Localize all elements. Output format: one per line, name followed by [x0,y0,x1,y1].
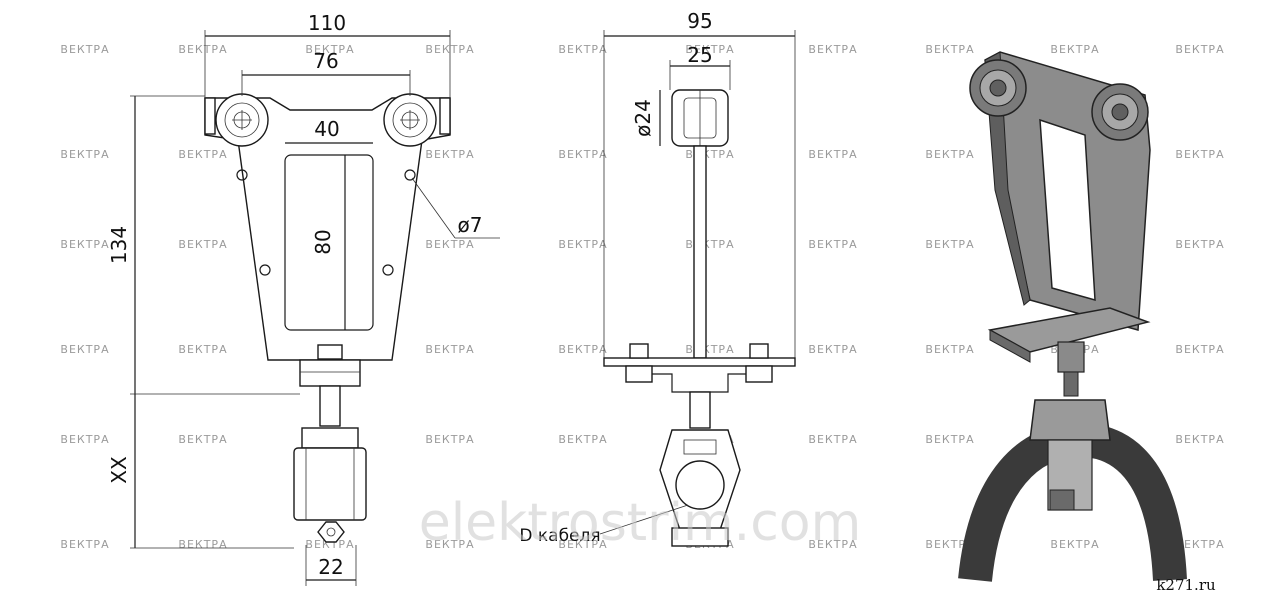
watermark-text: ВЕКТРА [808,433,857,446]
hole [382,264,394,276]
watermark-text: ВЕКТРА [1175,238,1224,251]
watermark-text: ВЕКТРА [178,343,227,356]
bottom-bracket [299,359,361,387]
watermark-text: ВЕКТРА [178,148,227,161]
watermark-text: ВЕКТРА [558,43,607,56]
watermark-text: ВЕКТРА [808,43,857,56]
site-watermark: elektrostrim.com [419,493,862,553]
watermark-text: ВЕКТРА [1050,43,1099,56]
clamp-top [301,427,359,449]
watermark-text: ВЕКТРА [925,238,974,251]
dim-hole-diameter: ø7 [458,213,483,237]
hole [236,169,248,181]
dim-total-height: 134 [107,226,131,264]
dim-roller-diameter: ø24 [631,99,655,137]
dim-side-width: 95 [687,9,712,33]
bolt-shaft [319,385,341,427]
watermark-text: ВЕКТРА [1175,343,1224,356]
watermark-text: ВЕКТРА [685,238,734,251]
watermark-text: ВЕКТРА [425,43,474,56]
side-view: 95 25 ø24 D кабеля [519,9,796,547]
watermark-text: ВЕКТРА [558,343,607,356]
watermark-text: ВЕКТРА [558,148,607,161]
watermark-text: ВЕКТРА [425,238,474,251]
cable-section [675,460,725,510]
dim-window-width: 40 [314,117,339,141]
watermark-text: ВЕКТРА [558,538,607,551]
watermark-text: ВЕКТРА [178,43,227,56]
watermark-text: ВЕКТРА [1050,538,1099,551]
watermark-text: ВЕКТРА [685,343,734,356]
side-bolt-shaft [689,391,711,429]
watermark-text: ВЕКТРА [808,538,857,551]
side-bracket [652,373,746,393]
hole [404,169,416,181]
dim-wheel-spacing: 76 [313,49,338,73]
left-wheel [215,93,269,147]
watermark-text: ВЕКТРА [808,148,857,161]
render-view [958,51,1187,582]
render-clamp [1029,399,1111,441]
render-window [1039,118,1096,302]
right-wheel [383,93,437,147]
watermark-text: ВЕКТРА [925,343,974,356]
watermark-text: ВЕКТРА [425,148,474,161]
watermark-text: ВЕКТРА [558,433,607,446]
render-wheel-left [969,59,1027,117]
watermark-text: ВЕКТРА [60,343,109,356]
dim-hanger-height: XX [107,456,131,484]
credit-label: k271.ru [1156,576,1216,594]
watermark-text: ВЕКТРА [178,238,227,251]
dim-front-width: 110 [308,11,346,35]
side-base-plate [603,357,796,367]
right-wheel-cap [439,97,451,135]
cable-diameter-label: D кабеля [519,526,600,546]
dim-axle-width: 25 [687,43,712,67]
dim-clamp-width: 22 [318,555,343,579]
watermark-text: ВЕКТРА [425,538,474,551]
side-bolt [629,343,649,359]
front-view: 110 76 40 80 ø7 134 XX 22 [107,11,500,586]
watermark-text: ВЕКТРА [1175,148,1224,161]
dim-window-height: 80 [311,229,335,254]
watermark-text: ВЕКТРА [808,238,857,251]
watermark-text: ВЕКТРА [178,433,227,446]
watermark-text: ВЕКТРА [685,43,734,56]
watermark-text: ВЕКТРА [425,343,474,356]
watermark-text: ВЕКТРА [925,43,974,56]
watermark-text: ВЕКТРА [60,43,109,56]
clamp-nut [317,521,345,543]
watermark-text: ВЕКТРА [925,148,974,161]
watermark-text: ВЕКТРА [60,148,109,161]
watermark-text: ВЕКТРА [425,433,474,446]
watermark-text: ВЕКТРА [558,238,607,251]
side-plate [693,145,707,359]
watermark-text: ВЕКТРА [60,538,109,551]
left-wheel-cap [204,97,216,135]
watermark-text: ВЕКТРА [305,538,354,551]
cable-clamp [293,447,367,521]
watermark-text: ВЕКТРА [1175,433,1224,446]
watermark-text: ВЕКТРА [1175,538,1224,551]
side-bolt [749,343,769,359]
hole [259,264,271,276]
watermark-text: ВЕКТРА [178,538,227,551]
watermark-text: ВЕКТРА [60,433,109,446]
watermark-text: ВЕКТРА [60,238,109,251]
watermark-text: ВЕКТРА [925,433,974,446]
watermark-text: ВЕКТРА [305,43,354,56]
watermark-text: ВЕКТРА [808,343,857,356]
watermark-text: ВЕКТРА [1175,43,1224,56]
watermark-text: ВЕКТРА [685,148,734,161]
bolt-head [317,344,343,360]
watermark-text: ВЕКТРА [925,538,974,551]
plate-window [284,154,374,331]
render-wheel-right [1091,83,1149,141]
